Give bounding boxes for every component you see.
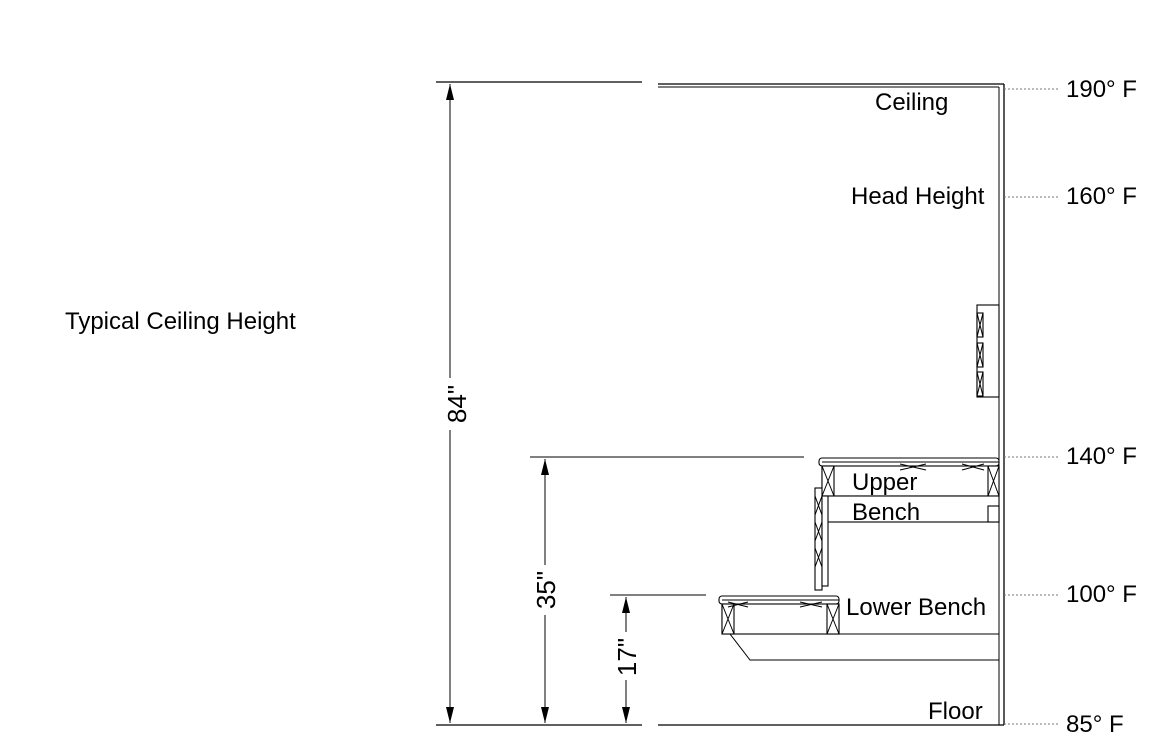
upper-bench-post-cross	[987, 465, 1000, 497]
arrow-down-icon	[446, 707, 454, 723]
arrow-up-icon	[541, 459, 549, 475]
wall-backrest	[976, 304, 1000, 398]
lower-bench-post-cross	[721, 603, 735, 635]
ceiling-label: Ceiling	[875, 89, 948, 116]
lower-bench-frame	[721, 603, 840, 635]
dimension-84-label-bg	[438, 378, 462, 430]
support-cross	[814, 495, 823, 516]
arrow-up-icon	[446, 84, 454, 100]
dimension-17-label: 17"	[612, 638, 642, 676]
typical-ceiling-height-label: Typical Ceiling Height	[65, 308, 296, 335]
dimension-84: 84"	[438, 84, 472, 723]
lower-bench-slat-mark	[799, 601, 823, 608]
backrest-slat-cross	[976, 342, 984, 368]
dimension-17: 17"	[612, 597, 642, 723]
temperature-leaders	[1004, 88, 1058, 725]
temp-upper: 140° F	[1066, 443, 1137, 470]
upper-bench-cleat	[987, 505, 1000, 523]
arrow-down-icon	[622, 707, 630, 723]
upper-bench-slat-mark	[899, 463, 927, 471]
support-cross	[814, 547, 823, 568]
backrest-slat-cross	[976, 312, 984, 338]
temp-floor: 85° F	[1066, 711, 1124, 738]
temp-head: 160° F	[1066, 183, 1137, 210]
support-cross	[814, 521, 823, 542]
dimension-35-label: 35"	[531, 571, 561, 609]
dimension-35: 35"	[531, 459, 561, 723]
upper-bench-label-line1: Upper	[852, 469, 917, 496]
dimension-84-label: 84"	[442, 385, 472, 423]
temp-ceiling: 190° F	[1066, 76, 1137, 103]
upper-bench-slat-mark	[961, 463, 985, 471]
backrest-slat-cross	[976, 371, 984, 397]
upper-bench-support-inner	[821, 495, 829, 587]
upper-bench	[530, 456, 1000, 523]
upper-bench-apron	[821, 495, 1000, 523]
head-height-label: Head Height	[851, 183, 985, 210]
floor-label: Floor	[928, 698, 983, 725]
dimension-35-label-bg	[533, 565, 557, 615]
room-outline	[436, 81, 1005, 726]
upper-bench-post-cross	[821, 465, 835, 497]
lower-bench-label: Lower Bench	[846, 594, 986, 621]
upper-bench-label-line2: Bench	[852, 499, 920, 526]
temp-lower: 100° F	[1066, 581, 1137, 608]
lower-bench-base	[729, 633, 999, 661]
dimension-17-label-bg	[614, 632, 638, 680]
lower-bench	[610, 594, 999, 661]
arrow-up-icon	[622, 597, 630, 613]
arrow-down-icon	[541, 707, 549, 723]
lower-bench-slat-mark	[727, 601, 749, 608]
lower-bench-post-cross	[826, 603, 840, 635]
upper-bench-support	[814, 487, 829, 591]
